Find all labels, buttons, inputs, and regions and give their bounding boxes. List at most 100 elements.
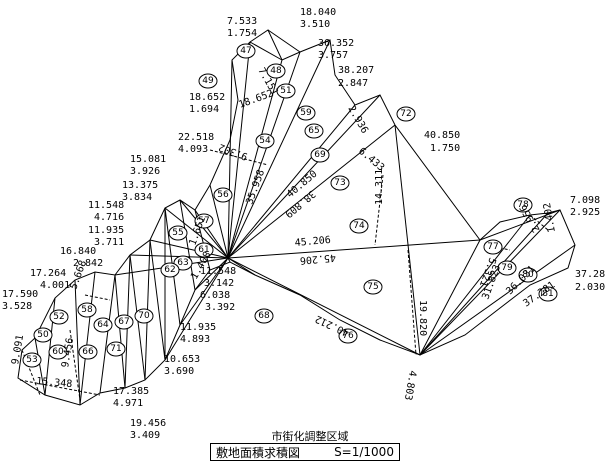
label: 3.528	[2, 301, 32, 312]
svg-text:68: 68	[258, 311, 270, 321]
svg-text:69: 69	[314, 150, 326, 160]
label: 3.926	[130, 166, 160, 177]
node-67: 67	[114, 314, 134, 330]
node-62: 62	[160, 262, 180, 278]
svg-text:79: 79	[501, 263, 513, 273]
label: 1.402	[542, 202, 558, 234]
label: 19.456	[130, 418, 166, 429]
label: 9.091	[10, 334, 26, 366]
label: 3.834	[122, 192, 152, 203]
node-80: 80	[518, 267, 538, 283]
node-76: 76	[338, 328, 358, 344]
label: 15.081	[130, 154, 166, 165]
label: 3.757	[318, 50, 348, 61]
node-75: 75	[363, 279, 383, 295]
svg-text:62: 62	[164, 265, 175, 275]
label: 14.311	[374, 169, 385, 205]
node-53: 53	[22, 352, 42, 368]
label: 2.030	[575, 282, 605, 293]
label: 5.668	[68, 259, 89, 291]
label: 3.690	[164, 366, 194, 377]
node-55: 55	[168, 225, 188, 241]
node-68: 68	[254, 308, 274, 324]
triangulation-lines	[34, 29, 576, 406]
zone-label: 市街化調整区域	[271, 430, 349, 443]
label: 4.803	[402, 369, 418, 401]
label: 3.711	[94, 237, 124, 248]
svg-text:59: 59	[300, 108, 312, 118]
svg-text:72: 72	[400, 109, 411, 119]
label: 11.935	[180, 322, 216, 333]
label: 37.28	[575, 269, 605, 280]
node-79: 79	[497, 260, 517, 276]
node-52: 52	[49, 309, 69, 325]
node-64: 64	[93, 317, 113, 333]
svg-text:48: 48	[270, 66, 282, 76]
svg-text:51: 51	[280, 86, 291, 96]
title-block: 敷地面積求積図 S=1/1000	[210, 443, 400, 461]
svg-text:60: 60	[52, 347, 64, 357]
label: 19.820	[417, 300, 428, 336]
svg-text:50: 50	[37, 330, 49, 340]
label: 22.518	[178, 132, 214, 143]
drawing-scale: S=1/1000	[334, 445, 394, 459]
node-58: 58	[77, 302, 97, 318]
label: 2.925	[570, 207, 600, 218]
label: 11.935	[88, 225, 124, 236]
label: 17.590	[2, 289, 38, 300]
label: 3.392	[205, 302, 235, 313]
svg-text:70: 70	[138, 311, 150, 321]
label: 11.548	[200, 266, 236, 277]
label: 7.533	[227, 16, 257, 27]
node-50: 50	[33, 327, 53, 343]
label: 40.850	[424, 130, 460, 141]
height-lines	[19, 149, 549, 401]
label: 45.206	[299, 251, 336, 265]
node-66: 66	[78, 344, 98, 360]
label: 4.716	[94, 212, 124, 223]
label: 16.840	[60, 246, 96, 257]
label: 2.842	[73, 258, 103, 269]
svg-text:64: 64	[97, 320, 109, 330]
node-65: 65	[304, 123, 324, 139]
node-47: 47	[236, 43, 256, 59]
svg-text:71: 71	[110, 344, 121, 354]
node-54: 54	[255, 133, 275, 149]
label: 18.652	[189, 92, 225, 103]
label: 1.754	[227, 28, 257, 39]
label: 11.548	[88, 200, 124, 211]
svg-text:75: 75	[367, 282, 378, 292]
label: 36.352	[318, 38, 354, 49]
node-48: 48	[266, 63, 286, 79]
label: 10.653	[164, 354, 200, 365]
dimension-labels: 7.533 1.754 18.040 3.510 36.352 3.757 38…	[2, 7, 605, 441]
node-61: 61	[194, 242, 214, 258]
label: 17.385	[113, 386, 149, 397]
svg-text:57: 57	[198, 216, 209, 226]
node-78: 78	[513, 197, 533, 213]
node-56: 56	[213, 187, 233, 203]
label: 6.038	[200, 290, 230, 301]
label: 40.212	[314, 313, 351, 338]
label: 4.093	[178, 144, 208, 155]
svg-text:77: 77	[487, 242, 498, 252]
label: 3.142	[204, 278, 234, 289]
svg-text:54: 54	[259, 136, 271, 146]
svg-text:63: 63	[177, 258, 188, 268]
node-59: 59	[296, 105, 316, 121]
svg-text:76: 76	[342, 331, 354, 341]
label: 4.001	[40, 280, 70, 291]
svg-text:55: 55	[172, 228, 183, 238]
node-81: 81	[538, 286, 558, 302]
node-71: 71	[106, 341, 126, 357]
label: 9.456	[60, 337, 76, 369]
label: 18.040	[300, 7, 336, 18]
node-63: 63	[173, 255, 193, 271]
svg-text:47: 47	[240, 46, 251, 56]
drawing-title: 敷地面積求積図	[216, 445, 301, 460]
site-boundary	[17, 29, 576, 406]
label: 35.958	[244, 168, 267, 206]
label: 17.264	[30, 268, 66, 279]
